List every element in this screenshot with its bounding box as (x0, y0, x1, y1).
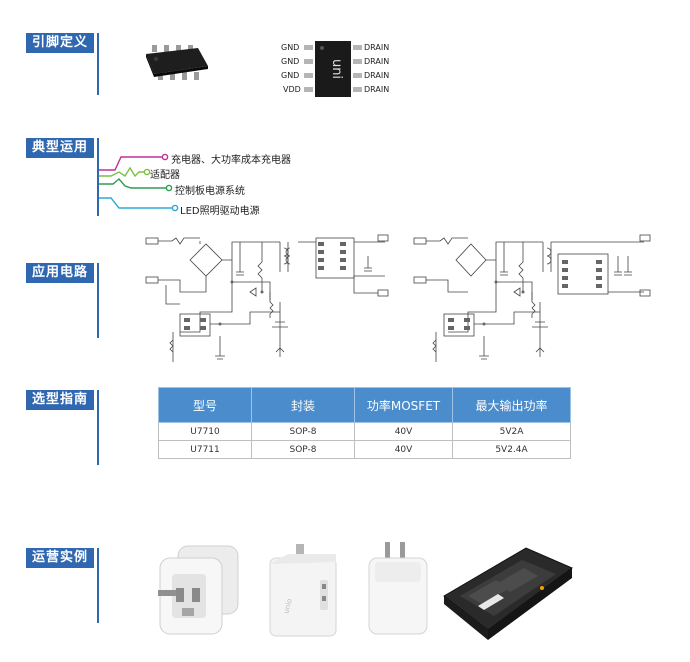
section-title-selection: 选型指南 (26, 390, 95, 410)
applications-tree (99, 153, 179, 212)
table-cell: 5V2A (452, 422, 571, 441)
table-cell: 40V (354, 422, 453, 441)
selection-table: 型号 封装 功率MOSFET 最大输出功率 U7710 SOP-8 40V 5V… (158, 387, 571, 459)
section-title-applications: 典型运用 (26, 138, 95, 158)
table-row: U7711 SOP-8 40V 5V2.4A (158, 440, 571, 459)
table-cell: U7710 (158, 422, 252, 441)
product-photo-uk-adapter: unio (269, 544, 337, 637)
product-photo-battery-charger (443, 547, 573, 640)
svg-text:uni: uni (329, 59, 344, 79)
section-divider (97, 33, 99, 95)
svg-text:unio: unio (282, 598, 294, 615)
table-header: 功率MOSFET (354, 387, 453, 423)
table-header: 最大输出功率 (452, 387, 571, 423)
application-circuit-diagram-1 (145, 234, 389, 362)
application-circuit-diagram-2 (413, 234, 651, 362)
table-cell: SOP-8 (251, 440, 355, 459)
table-cell: 5V2.4A (452, 440, 571, 459)
pin-label-2: GND (281, 57, 300, 66)
table-cell: U7711 (158, 440, 252, 459)
application-item: 充电器、大功率成本充电器 (171, 155, 291, 166)
section-divider (97, 263, 99, 338)
table-cell: SOP-8 (251, 422, 355, 441)
table-header: 型号 (158, 387, 252, 423)
product-photo-foldable-adapter (158, 545, 239, 635)
application-item: 控制板电源系统 (175, 186, 245, 197)
application-item: 适配器 (150, 170, 180, 181)
section-title-examples: 运营实例 (26, 548, 95, 568)
pin-label-8: DRAIN (364, 43, 390, 52)
application-item: LED照明驱动电源 (180, 206, 260, 217)
pin-label-1: GND (281, 43, 300, 52)
pin-label-4: VDD (283, 85, 301, 94)
table-row: U7710 SOP-8 40V 5V2A (158, 422, 571, 441)
section-divider (97, 548, 99, 623)
product-photo-us-adapter (368, 542, 428, 635)
section-title-pinout: 引脚定义 (26, 33, 95, 53)
pin-label-3: GND (281, 71, 300, 80)
pin-label-7: DRAIN (364, 57, 390, 66)
table-header-row: 型号 封装 功率MOSFET 最大输出功率 (158, 387, 571, 423)
section-divider (97, 138, 99, 216)
section-divider (97, 390, 99, 465)
table-header: 封装 (251, 387, 355, 423)
pin-label-5: DRAIN (364, 85, 390, 94)
table-cell: 40V (354, 440, 453, 459)
pinout-chip-diagram: uni (304, 41, 362, 97)
section-title-circuit: 应用电路 (26, 263, 95, 283)
pin-label-6: DRAIN (364, 71, 390, 80)
sop8-chip-image (146, 45, 208, 80)
